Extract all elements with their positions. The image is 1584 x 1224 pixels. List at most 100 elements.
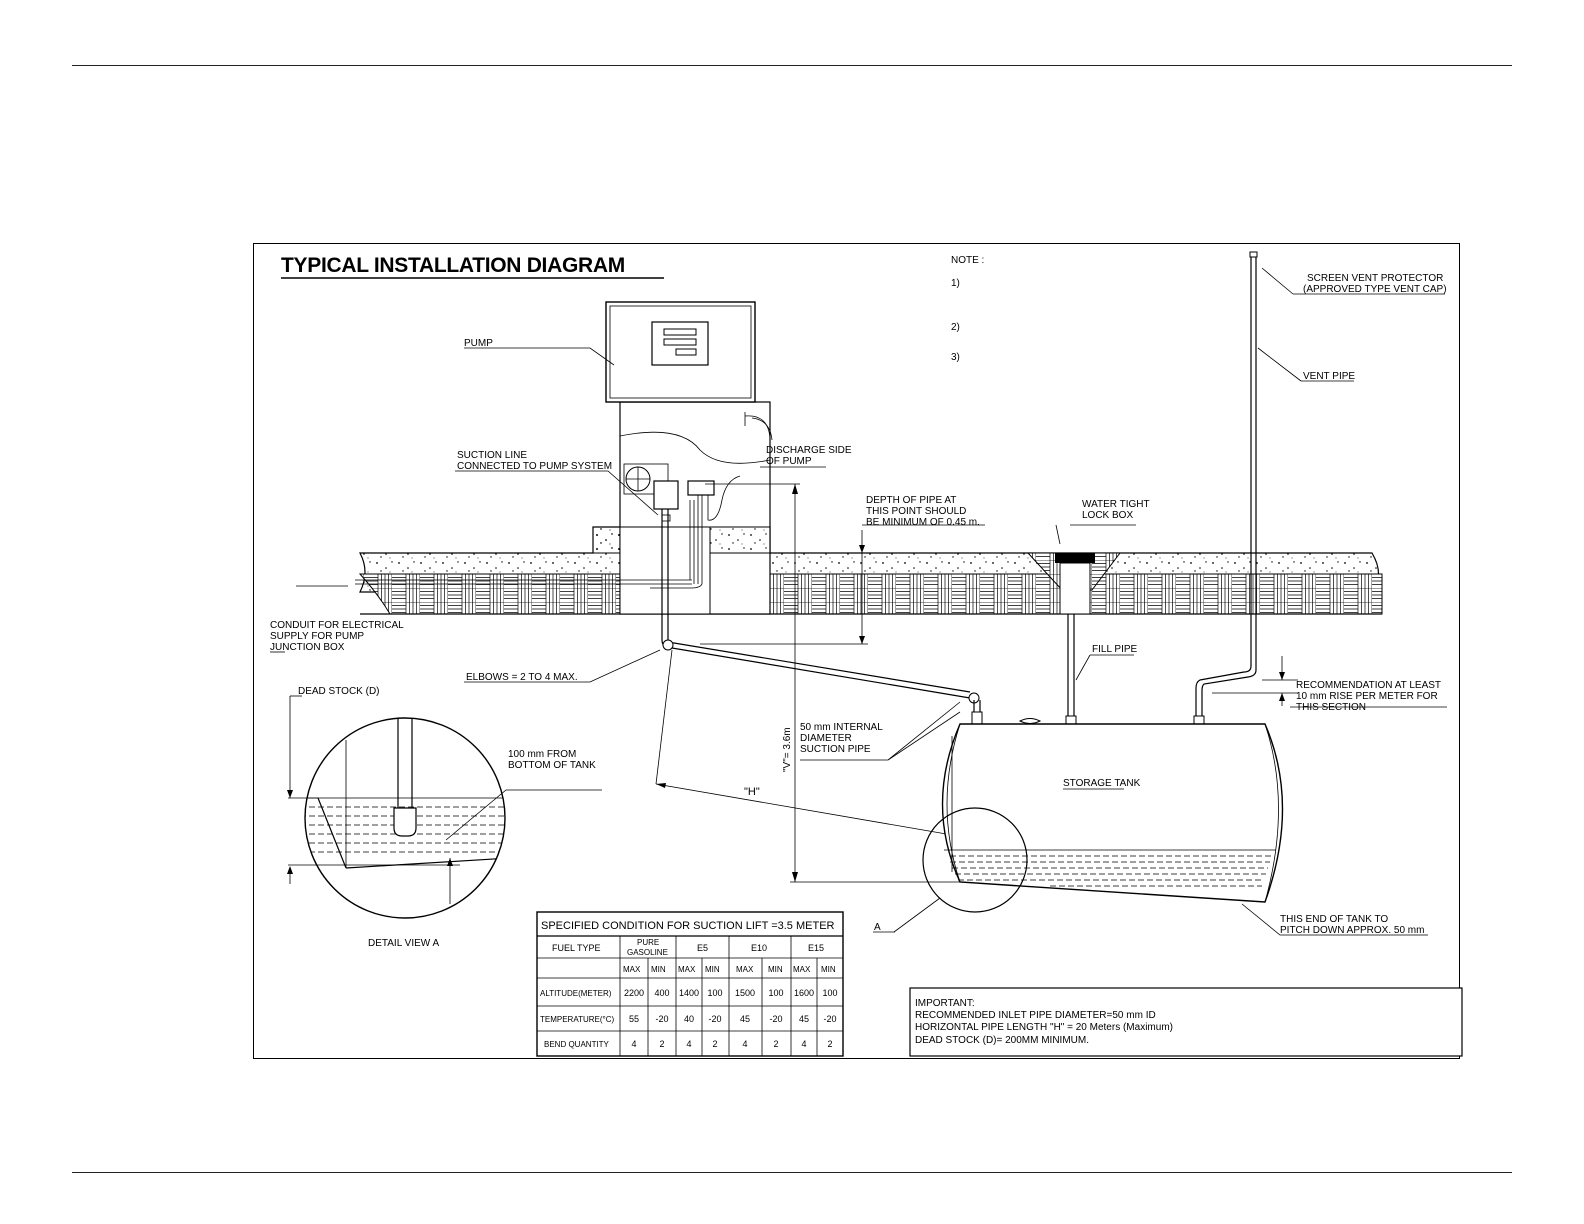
lockbox-label-1: WATER TIGHT — [1082, 499, 1150, 510]
depth-label-1: DEPTH OF PIPE AT — [866, 495, 956, 506]
suction-lift-table: SPECIFIED CONDITION FOR SUCTION LIFT =3.… — [536, 911, 844, 1057]
table-cell: 4 — [686, 1039, 691, 1049]
table-cell: 55 — [629, 1014, 639, 1024]
pump-head — [605, 301, 773, 589]
note-3: 3) — [951, 352, 960, 363]
rise-label-1: RECOMMENDATION AT LEAST — [1296, 680, 1441, 691]
suction-line-label-2: CONNECTED TO PUMP SYSTEM — [457, 461, 612, 472]
table-max-3: MAX — [736, 965, 754, 974]
table-max-2: MAX — [678, 965, 696, 974]
table-cell: 45 — [740, 1014, 750, 1024]
suction-line-label-1: SUCTION LINE — [457, 450, 527, 461]
table-cell: 4 — [631, 1039, 636, 1049]
note-heading: NOTE : — [951, 255, 984, 266]
table-fuel-type: FUEL TYPE — [552, 943, 601, 953]
storage-tank-label: STORAGE TANK — [1063, 778, 1141, 789]
v-dimension-label: "V"= 3.6m — [782, 727, 793, 772]
depth-label-3: BE MINIMUM OF 0.45 m. — [866, 517, 980, 528]
table-cell: -20 — [655, 1014, 668, 1024]
lockbox-label-2: LOCK BOX — [1082, 510, 1133, 521]
table-cell: 100 — [707, 988, 722, 998]
table-cell: 2 — [827, 1039, 832, 1049]
screen-vent-label-2: (APPROVED TYPE VENT CAP) — [1303, 284, 1447, 295]
table-cell: 2 — [773, 1039, 778, 1049]
discharge-label-1: DISCHARGE SIDE — [766, 445, 852, 456]
table-cell: 100 — [768, 988, 783, 998]
pump-label: PUMP — [464, 338, 493, 349]
note-2: 2) — [951, 322, 960, 333]
table-fuel-2: E5 — [697, 943, 708, 953]
from-bottom-label-1: 100 mm FROM — [508, 749, 576, 760]
table-cell: 2 — [712, 1039, 717, 1049]
vent-pipe-drawing — [1193, 251, 1258, 725]
table-cell: 4 — [801, 1039, 806, 1049]
table-row-label-temperature: TEMPERATURE(°C) — [540, 1015, 614, 1024]
screen-vent-label-1: SCREEN VENT PROTECTOR — [1307, 273, 1443, 284]
diagram-frame — [253, 243, 1460, 1059]
dimension-depth — [700, 524, 985, 645]
table-row-label-bend: BEND QUANTITY — [544, 1040, 610, 1049]
suction-pipe-label-3: SUCTION PIPE — [800, 744, 871, 755]
fill-pipe-label: FILL PIPE — [1092, 644, 1138, 655]
dimension-h: "H" — [655, 649, 959, 837]
detail-a-marker — [922, 807, 1028, 913]
important-line-1: RECOMMENDED INLET PIPE DIAMETER=50 mm ID — [915, 1010, 1156, 1021]
suction-pipe-label-2: DIAMETER — [800, 733, 852, 744]
table-min-1: MIN — [651, 965, 666, 974]
table-cell: 1600 — [794, 988, 814, 998]
pitch-label-1: THIS END OF TANK TO — [1280, 914, 1388, 925]
table-cell: 40 — [684, 1014, 694, 1024]
important-heading: IMPORTANT: — [915, 998, 975, 1009]
table-cell: 400 — [654, 988, 669, 998]
table-cell: 100 — [822, 988, 837, 998]
elbows-label: ELBOWS = 2 TO 4 MAX. — [466, 672, 578, 683]
table-max-1: MAX — [623, 965, 641, 974]
table-fuel-1a: PURE — [637, 938, 659, 947]
rise-label-2: 10 mm RISE PER METER FOR — [1296, 691, 1438, 702]
important-line-3: DEAD STOCK (D)= 200MM MINIMUM. — [915, 1035, 1089, 1046]
table-min-4: MIN — [821, 965, 836, 974]
pitch-label-2: PITCH DOWN APPROX. 50 mm — [1280, 925, 1424, 936]
table-cell: 2200 — [624, 988, 644, 998]
table-cell: 45 — [799, 1014, 809, 1024]
detail-a-label: A — [874, 922, 881, 933]
important-box: IMPORTANT: RECOMMENDED INLET PIPE DIAMET… — [909, 987, 1463, 1057]
leader-lines — [270, 267, 1447, 936]
lock-box — [1026, 552, 1122, 725]
conduit-label-1: CONDUIT FOR ELECTRICAL — [270, 620, 404, 631]
depth-label-2: THIS POINT SHOULD — [866, 506, 966, 517]
storage-tank: STORAGE TANK — [941, 718, 1284, 903]
table-max-4: MAX — [793, 965, 811, 974]
dimension-v: "V"= 3.6m — [705, 483, 960, 883]
pump-housing-lower — [619, 526, 711, 615]
table-cell: 2 — [659, 1039, 664, 1049]
dead-stock-label: DEAD STOCK (D) — [298, 686, 380, 697]
vent-pipe-label: VENT PIPE — [1303, 371, 1355, 382]
h-dimension-label: "H" — [744, 786, 760, 798]
conduit-label-2: SUPPLY FOR PUMP — [270, 631, 364, 642]
rise-label-3: THIS SECTION — [1296, 702, 1366, 713]
electrical-conduit — [355, 500, 695, 585]
table-cell: 1400 — [679, 988, 699, 998]
table-min-2: MIN — [705, 965, 720, 974]
table-cell: -20 — [823, 1014, 836, 1024]
diagram-title: TYPICAL INSTALLATION DIAGRAM — [281, 254, 625, 277]
important-line-2: HORIZONTAL PIPE LENGTH "H" = 20 Meters (… — [915, 1022, 1173, 1033]
detail-a-leader — [893, 897, 941, 933]
conduit-label-3: JUNCTION BOX — [270, 642, 345, 653]
rise-dimension — [1212, 656, 1298, 706]
note-1: 1) — [951, 278, 960, 289]
bottom-rule — [72, 1172, 1512, 1173]
table-fuel-4: E15 — [808, 943, 824, 953]
ground-surface — [358, 526, 1383, 615]
table-min-3: MIN — [768, 965, 783, 974]
table-title: SPECIFIED CONDITION FOR SUCTION LIFT =3.… — [541, 920, 835, 932]
table-cell: 4 — [742, 1039, 747, 1049]
top-rule — [72, 65, 1512, 66]
table-cell: -20 — [708, 1014, 721, 1024]
suction-pipe-label-1: 50 mm INTERNAL — [800, 722, 883, 733]
detail-view-a: DETAIL VIEW A — [287, 695, 602, 949]
table-fuel-3: E10 — [751, 943, 767, 953]
discharge-label-2: OF PUMP — [766, 456, 812, 467]
